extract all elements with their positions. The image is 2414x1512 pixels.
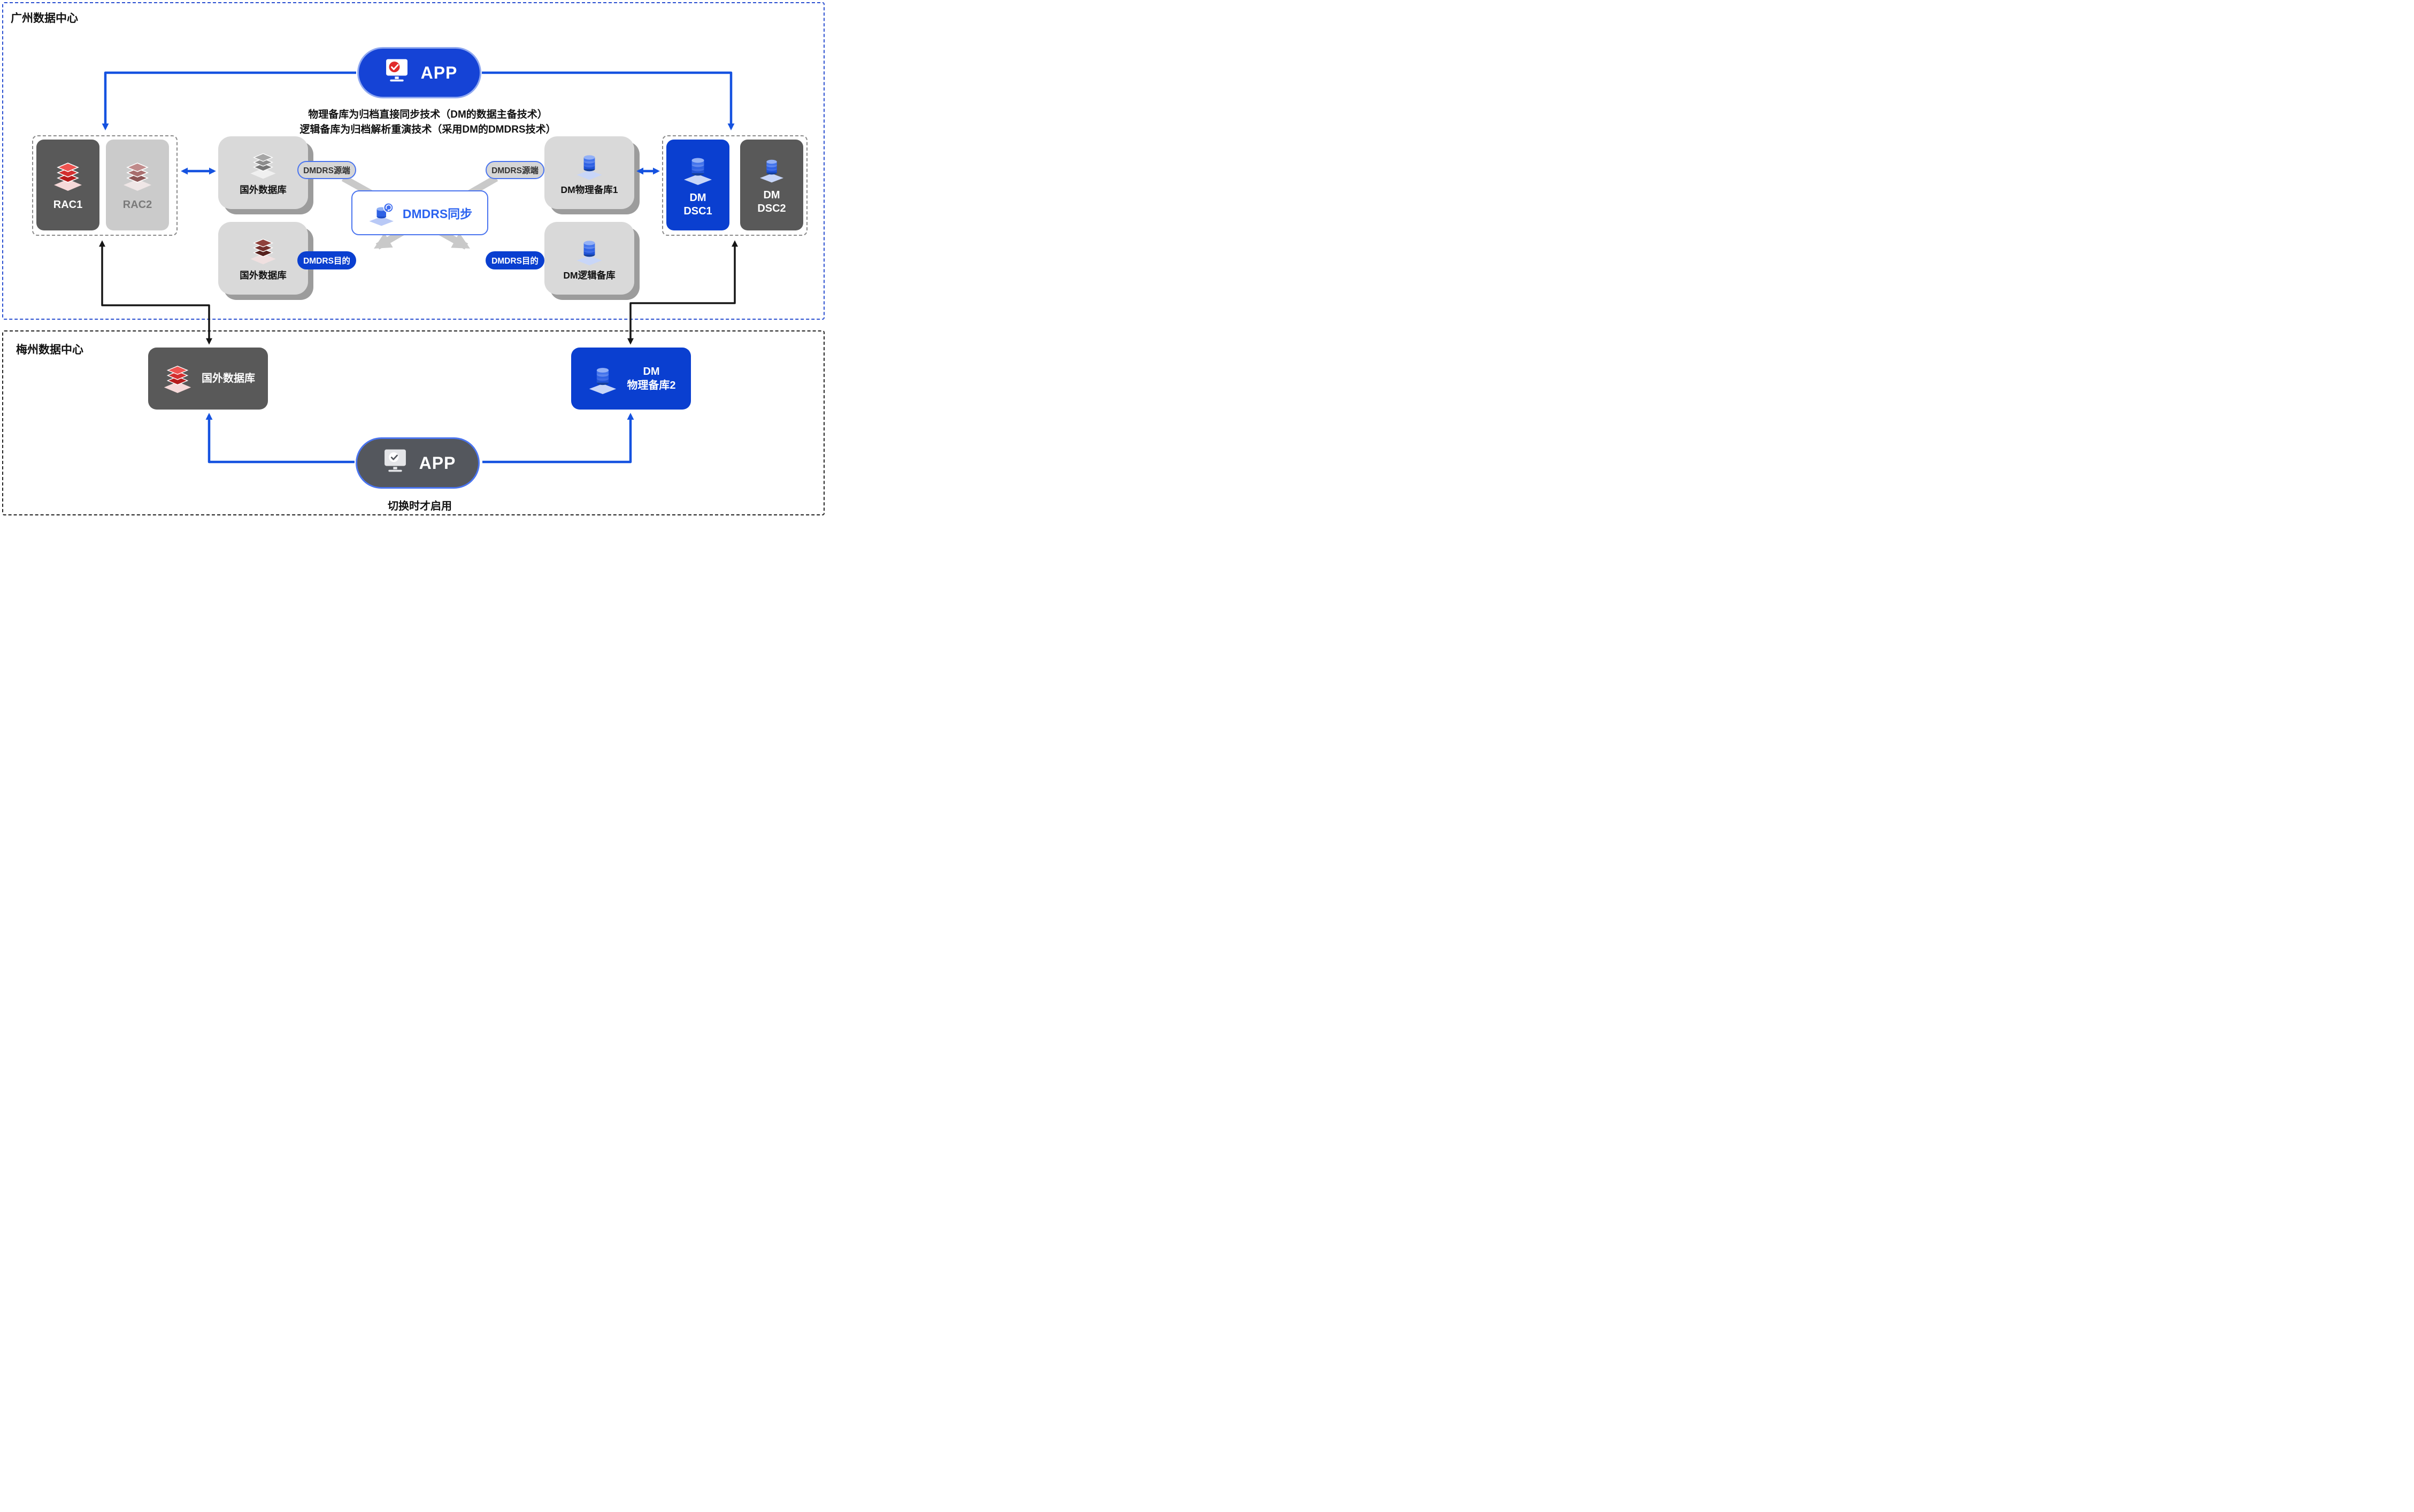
dm-dr-architecture-diagram: 广州数据中心 梅州数据中心 APP 物理备库为归档直接同步技术（DM的数据主备技… xyxy=(0,0,827,518)
dmdrs-sync-node: DMDRS同步 xyxy=(351,190,488,235)
blue-db-cylinder-icon xyxy=(681,152,715,186)
dsc1-label-line1: DM xyxy=(689,192,706,204)
blue-db-cylinder-icon xyxy=(757,155,786,183)
monitor-check-outline-icon xyxy=(380,448,411,479)
foreign-db-source-node: 国外数据库 xyxy=(218,136,308,209)
foreign-db-source-label: 国外数据库 xyxy=(240,184,287,195)
dm-physical-standby1-label: DM物理备库1 xyxy=(560,184,618,195)
dsc2-label-line2: DSC2 xyxy=(757,203,786,214)
dm-physical-standby2-node: DM 物理备库2 xyxy=(571,348,691,410)
sync-technology-note-line2: 逻辑备库为归档解析重演技术（采用DM的DMDRS技术） xyxy=(299,124,556,135)
dm-physical-standby2-label: DM 物理备库2 xyxy=(627,365,675,392)
dsc1-label: DM DSC1 xyxy=(683,191,712,218)
foreign-db-meizhou-label: 国外数据库 xyxy=(202,373,255,384)
dmdrs-sync-label: DMDRS同步 xyxy=(402,207,473,221)
muted-red-db-stack-icon xyxy=(120,159,155,193)
dm-physical-standby2-label-line2: 物理备库2 xyxy=(627,380,676,391)
rac1-label: RAC1 xyxy=(53,198,83,211)
rac1-node: RAC1 xyxy=(36,140,99,230)
monitor-check-icon xyxy=(381,57,412,88)
app-label: APP xyxy=(420,63,458,82)
app-node-top: APP xyxy=(357,47,481,98)
app-node-bottom: APP xyxy=(356,437,480,489)
dmdrs-target-pill-right: DMDRS目的 xyxy=(486,251,544,269)
app-switch-note: 切换时才启用 xyxy=(388,500,452,512)
dmdrs-source-pill-left: DMDRS源端 xyxy=(297,161,356,179)
maroon-db-stack-icon xyxy=(248,235,279,266)
meizhou-zone-title: 梅州数据中心 xyxy=(16,344,83,356)
dsc-cluster xyxy=(662,135,808,236)
red-db-stack-icon xyxy=(51,159,85,193)
dmdrs-source-pill-right: DMDRS源端 xyxy=(486,161,544,179)
guangzhou-zone-title: 广州数据中心 xyxy=(11,12,78,25)
blue-db-cylinder-icon xyxy=(586,362,619,395)
dsc1-node: DM DSC1 xyxy=(666,140,729,230)
dm-physical-standby2-label-line1: DM xyxy=(643,366,660,377)
dsc1-label-line2: DSC1 xyxy=(683,205,712,217)
dm-logical-standby-node: DM逻辑备库 xyxy=(544,222,634,295)
red-db-stack-icon xyxy=(161,362,194,395)
rac-cluster xyxy=(32,135,178,236)
meizhou-datacenter-zone xyxy=(2,330,825,515)
dsc2-node: DM DSC2 xyxy=(740,140,803,230)
guangzhou-datacenter-zone xyxy=(2,2,825,320)
blue-db-cylinder-icon xyxy=(574,235,605,266)
gray-db-stack-icon xyxy=(248,150,279,181)
foreign-db-target-label: 国外数据库 xyxy=(240,269,287,281)
dm-physical-standby1-node: DM物理备库1 xyxy=(544,136,634,209)
rac2-node: RAC2 xyxy=(106,140,169,230)
dsc2-label-line1: DM xyxy=(763,189,780,201)
blue-db-cylinder-icon xyxy=(574,150,605,181)
blue-db-sync-icon xyxy=(367,198,397,228)
foreign-db-target-node: 国外数据库 xyxy=(218,222,308,295)
dm-logical-standby-label: DM逻辑备库 xyxy=(563,269,616,281)
foreign-db-meizhou-node: 国外数据库 xyxy=(148,348,268,410)
sync-technology-note-line1: 物理备库为归档直接同步技术（DM的数据主备技术） xyxy=(308,109,548,120)
dmdrs-target-pill-left: DMDRS目的 xyxy=(297,251,356,269)
app-label: APP xyxy=(419,453,456,473)
rac2-label: RAC2 xyxy=(122,198,152,211)
sync-technology-note: 物理备库为归档直接同步技术（DM的数据主备技术） 逻辑备库为归档解析重演技术（采… xyxy=(214,107,642,137)
dsc2-label: DM DSC2 xyxy=(757,189,786,215)
